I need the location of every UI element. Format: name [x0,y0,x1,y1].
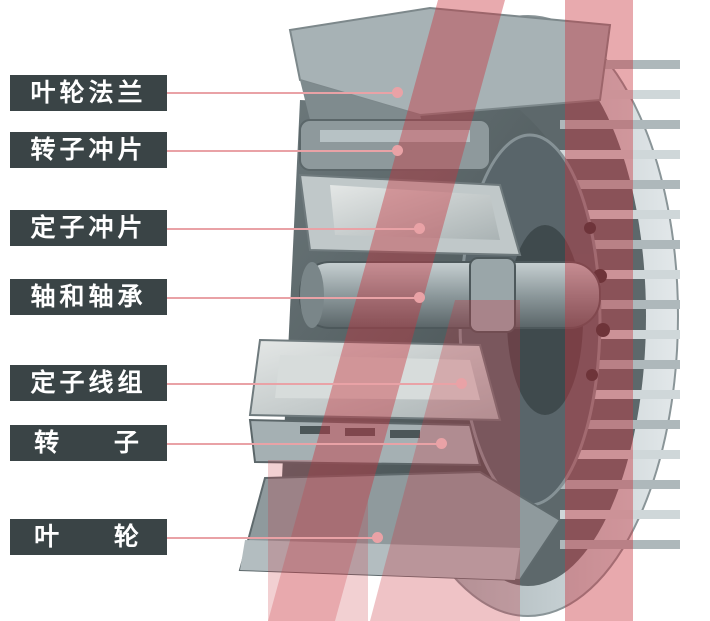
label-rotor-lamination: 转子冲片 [10,132,167,168]
label-stator-lamination: 定子冲片 [10,210,167,246]
leader-dot-impeller-flange [392,87,403,98]
leader-dot-impeller [372,532,383,543]
impeller-vane [560,510,680,519]
impeller-vane [560,90,680,99]
stator-lamination-part [298,173,522,257]
impeller-lower-part [238,470,562,582]
label-impeller-flange: 叶轮法兰 [10,75,167,111]
impeller-vane [560,360,680,369]
shaft-and-bearing-part [299,257,601,333]
impeller-vane [560,120,680,129]
impeller-vane [560,240,680,249]
impeller-vane [560,330,680,339]
label-stator-winding: 定子线组 [10,365,167,401]
leader-line-impeller [167,537,377,539]
leader-line-stator-lamination [167,228,417,230]
impeller-vane [560,540,680,549]
leader-dot-rotor-lamination [392,145,403,156]
leader-dot-shaft-bearing [414,292,425,303]
leader-line-stator-winding [167,383,459,385]
leader-dot-stator-winding [456,378,467,389]
impeller-vane [560,210,680,219]
impeller-vane [560,150,680,159]
leader-dot-rotor [436,438,447,449]
impeller-vane [560,480,680,489]
leader-line-shaft-bearing [167,297,417,299]
impeller-vane [560,180,680,189]
leader-line-rotor-lamination [167,150,395,152]
impeller-vane [560,60,680,69]
label-impeller: 叶 轮 [10,519,167,555]
impeller-vane [560,300,680,309]
leader-line-rotor [167,443,439,445]
label-shaft-bearing: 轴和轴承 [10,279,167,315]
stator-winding-part [248,338,502,422]
impeller-blades [560,60,680,549]
label-rotor: 转 子 [10,425,167,461]
leader-line-impeller-flange [167,92,395,94]
red-logo-overlay [268,0,633,621]
impeller-vane [560,450,680,459]
leader-dot-stator-lamination [414,223,425,234]
impeller-vane [560,270,680,279]
impeller-vane [560,420,680,429]
rotor-part [248,418,482,467]
impeller-vane [560,390,680,399]
